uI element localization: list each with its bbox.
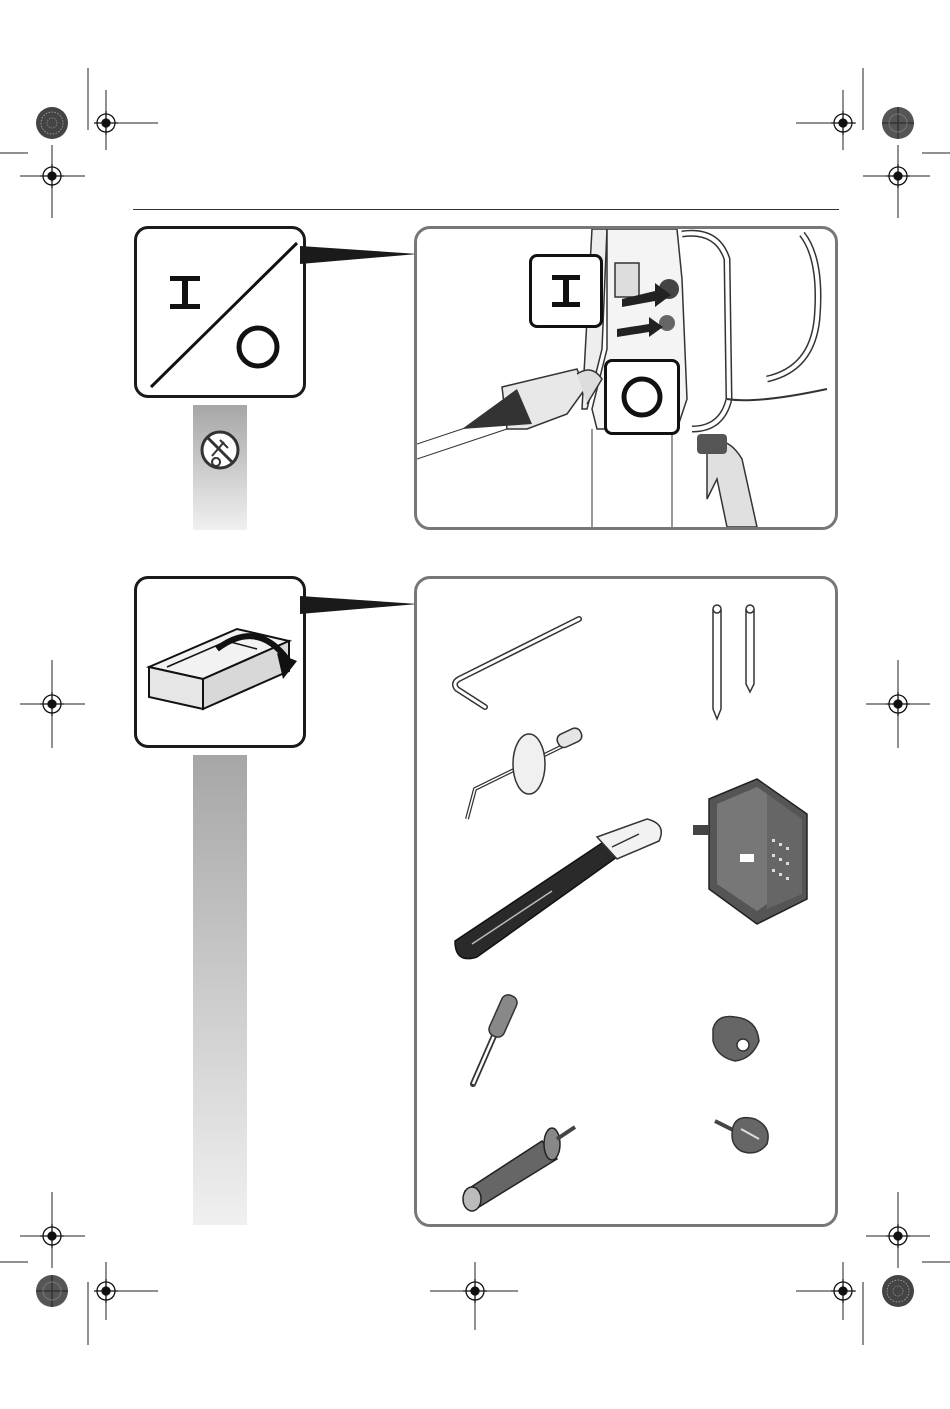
off-callout-box: O <box>604 359 680 435</box>
step2-gray-bar <box>193 755 247 1225</box>
callout-pointer <box>300 240 418 270</box>
grommet-knob-icon <box>713 1017 759 1062</box>
allen-key-icon <box>455 619 579 707</box>
unbox-symbol-box <box>134 576 306 748</box>
power-switch-symbol-box: I O <box>134 226 306 398</box>
no-power-plug-icon <box>198 428 242 472</box>
thumb-screw-icon <box>715 1118 768 1153</box>
parts-list-panel <box>414 576 838 1227</box>
screwdriver-icon <box>473 993 519 1084</box>
header-rule <box>133 209 839 210</box>
pins-icon <box>713 605 754 719</box>
callout-pointer <box>300 590 418 620</box>
strap-with-clip-icon <box>455 819 661 959</box>
wire-hook-with-disc-icon <box>467 726 584 819</box>
power-switch-illustration-panel: I O <box>414 226 838 530</box>
wall-plug-anchor-icon <box>463 1127 575 1211</box>
tool-holder-bracket-icon <box>693 779 807 924</box>
open-box-arrow-icon <box>137 579 303 745</box>
starburst-disc <box>36 107 68 139</box>
on-callout-box: I <box>529 254 603 328</box>
